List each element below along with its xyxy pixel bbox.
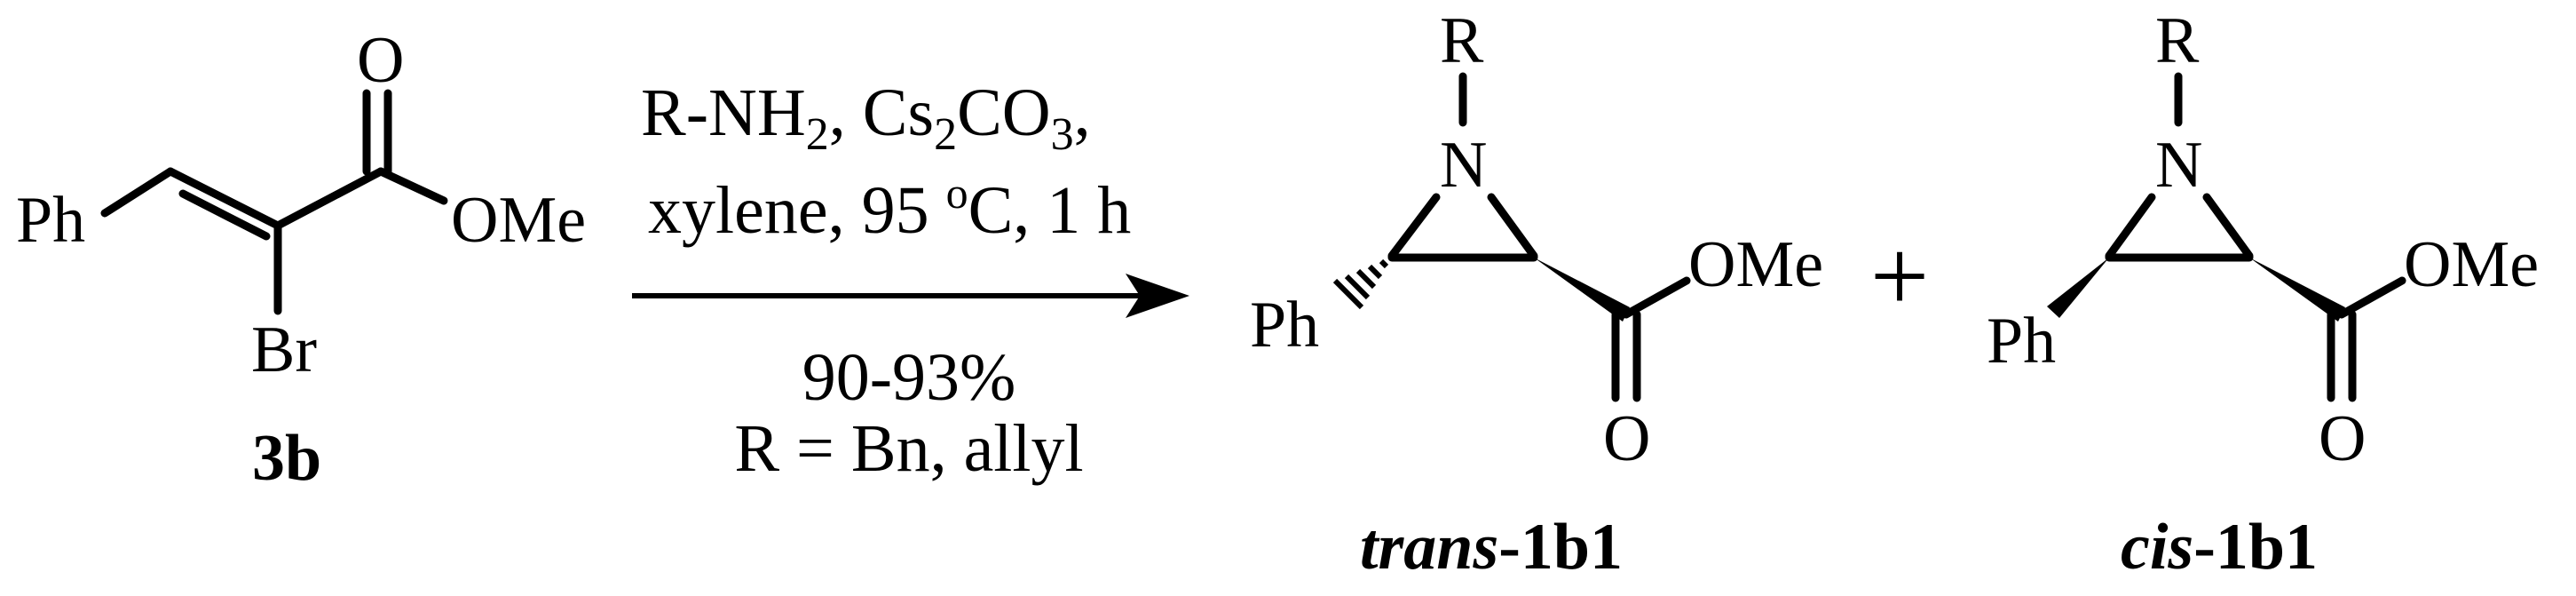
bond-c-ome xyxy=(2337,276,2406,319)
atom-o: O xyxy=(2319,402,2366,475)
atom-n: N xyxy=(2155,129,2202,202)
bond-n-c2 xyxy=(1387,193,1441,260)
bond-c-ome xyxy=(376,167,448,205)
atom-r: R xyxy=(2155,4,2200,77)
product-cis-1b1: R N Ph OMe O cis-1b1 xyxy=(1987,4,2539,584)
atom-ome: OMe xyxy=(2404,228,2539,301)
conditions-line-2: xylene, 95 oC, 1 h xyxy=(648,168,1131,248)
reaction-arrow-head xyxy=(1126,274,1189,318)
bond-n-c3 xyxy=(1487,193,1538,260)
bond-c-carbonyl xyxy=(273,167,385,230)
compound-label-3b: 3b xyxy=(252,422,321,495)
compound-label-cis-1b1: cis-1b1 xyxy=(2121,511,2318,584)
hashed-wedge-ph xyxy=(1332,258,1389,310)
bond-n-c3 xyxy=(2202,193,2254,260)
bold-wedge-ph xyxy=(2047,258,2109,318)
bond-cc-double-inner xyxy=(178,189,271,241)
atom-o: O xyxy=(1603,402,1650,475)
bond-ph-ch xyxy=(100,167,175,218)
bold-wedge-ester xyxy=(2249,258,2345,322)
atom-ome: OMe xyxy=(451,184,586,257)
atom-n: N xyxy=(1440,129,1487,202)
atom-ph: Ph xyxy=(16,184,85,257)
compound-label-trans-1b1: trans-1b1 xyxy=(1360,511,1623,584)
reaction-conditions: R-NH2, Cs2CO3, xylene, 95 oC, 1 h 90-93%… xyxy=(632,75,1189,486)
bond-cc-double-outer xyxy=(166,167,282,230)
plus-sign: + xyxy=(1870,218,1930,334)
yield-text: 90-93% xyxy=(802,340,1016,415)
atom-ome: OMe xyxy=(1688,228,1823,301)
bond-n-c2 xyxy=(2105,193,2156,260)
bold-wedge-ester xyxy=(1534,258,1630,322)
reactant-3b: Ph Br O OMe 3b xyxy=(16,24,586,495)
atom-o: O xyxy=(357,24,404,97)
r-definition: R = Bn, allyl xyxy=(734,411,1083,486)
product-trans-1b1: R N Ph OMe O trans-1b1 xyxy=(1250,4,1823,584)
conditions-line-1: R-NH2, Cs2CO3, xyxy=(641,75,1091,160)
atom-ph: Ph xyxy=(1250,289,1319,362)
atom-ph: Ph xyxy=(1987,305,2056,377)
atom-r: R xyxy=(1440,4,1484,77)
atom-br: Br xyxy=(251,314,317,386)
bond-c-ome xyxy=(1622,276,1691,319)
